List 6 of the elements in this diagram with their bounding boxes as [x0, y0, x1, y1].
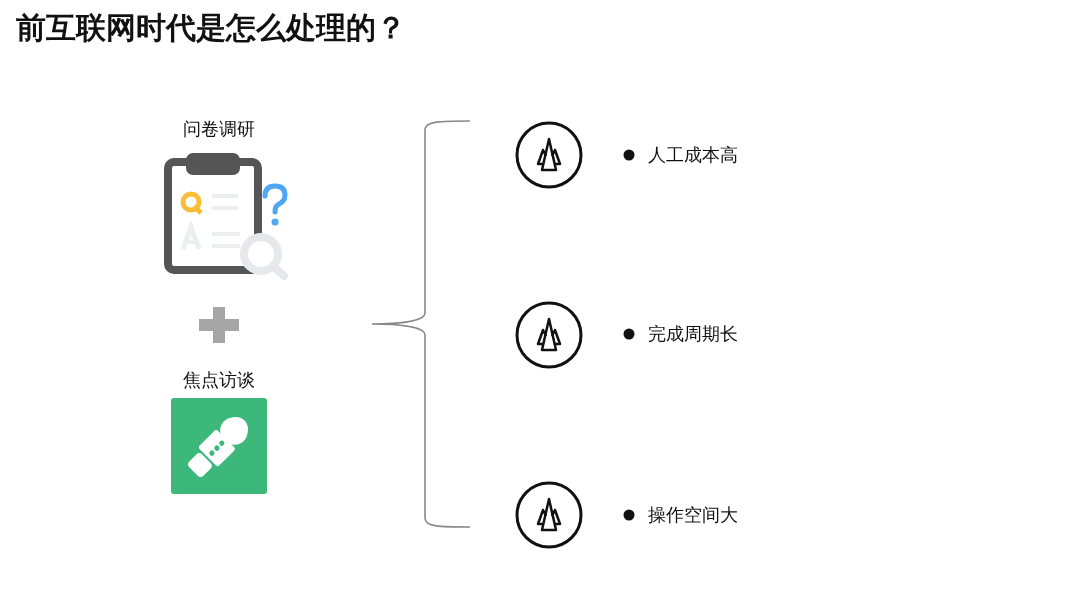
picture-caption: 焦点访谈: [183, 368, 255, 392]
bullet-text: 操作空间大: [648, 503, 738, 527]
title: 前互联网时代是怎么处理的？: [16, 9, 406, 47]
bullet-text: 完成周期长: [648, 322, 738, 346]
picture-caption: 问卷调研: [183, 117, 255, 141]
bullet-text: 人工成本高: [648, 143, 738, 167]
